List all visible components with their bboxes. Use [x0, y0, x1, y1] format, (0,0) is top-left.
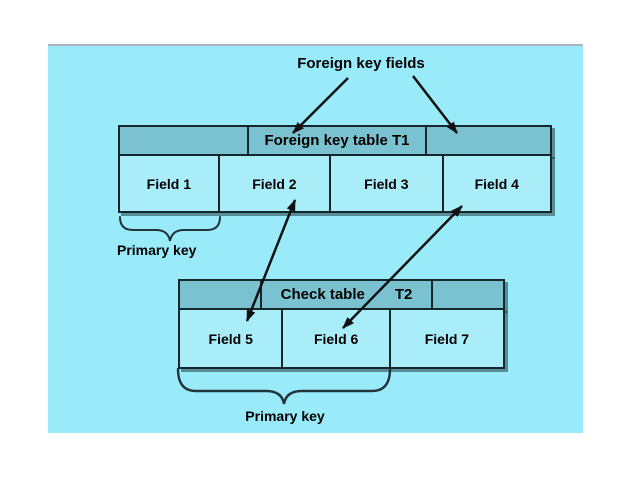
- t1-field-cell: Field 3: [331, 156, 444, 211]
- t2-primary-key-label: Primary key: [245, 408, 325, 424]
- t2-header-title-box: Check table T2: [260, 279, 433, 310]
- t2-field-row: Field 5 Field 6 Field 7: [178, 308, 505, 369]
- t1-field-cell: Field 4: [474, 175, 519, 192]
- t2-field-cell: Field 6: [283, 310, 391, 367]
- t1-header-title-box: Foreign key table T1: [247, 125, 427, 156]
- t1-field-cell: Field 2: [220, 156, 332, 211]
- t2-field-cell: Field 5: [180, 310, 284, 367]
- t2-field-cell: Field 7: [424, 330, 470, 347]
- diagram-panel: [48, 44, 583, 433]
- t2-header-suffix: T2: [394, 286, 413, 303]
- t1-field-row: Field 1 Field 2 Field 3 Field 4: [118, 154, 552, 213]
- t2-header-title: Check table: [280, 286, 365, 303]
- foreign-key-fields-label: Foreign key fields: [297, 55, 425, 72]
- t1-field-cell: Field 1: [120, 156, 220, 211]
- t1-primary-key-label: Primary key: [117, 242, 197, 258]
- t1-header-title: Foreign key table T1: [264, 132, 410, 149]
